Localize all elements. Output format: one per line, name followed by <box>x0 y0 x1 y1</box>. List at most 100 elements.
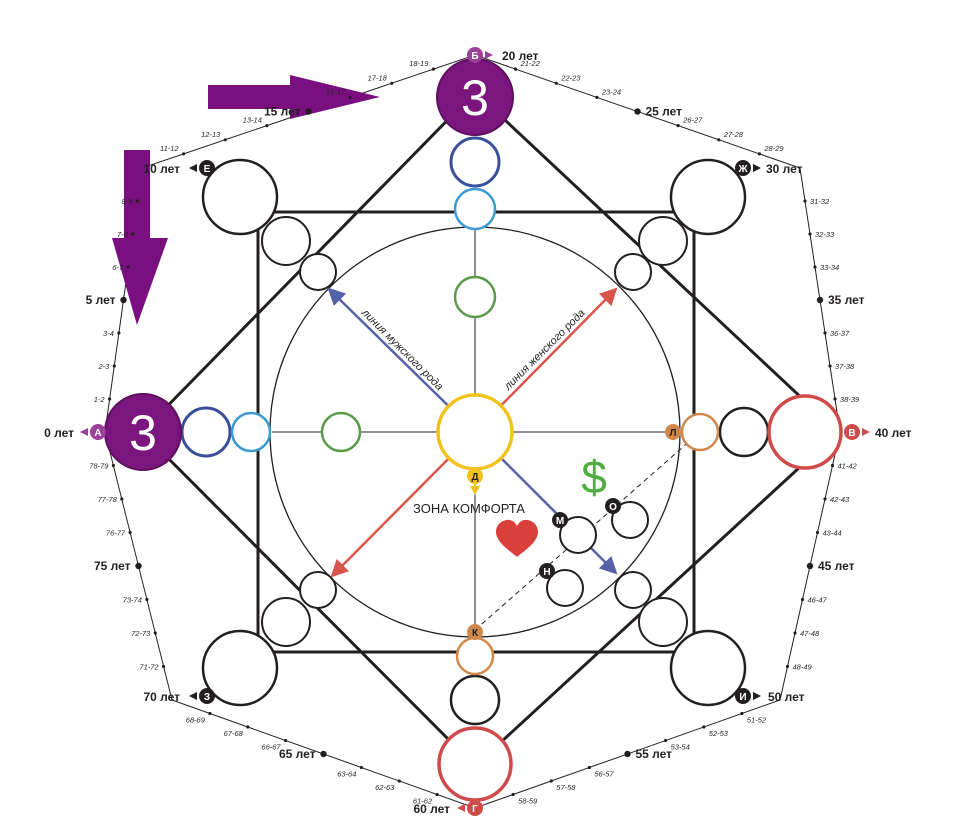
diag-circle-sw-2 <box>261 597 311 647</box>
age-range-label: 51-52 <box>747 716 767 725</box>
age-tick-dot <box>757 152 762 156</box>
age-range-label: 48-49 <box>793 663 813 672</box>
age-range-label: 18-19 <box>409 59 429 68</box>
age-range-label: 28-29 <box>763 144 784 153</box>
age-range-label: 42-43 <box>830 495 850 504</box>
purple-arrow-down <box>112 150 168 325</box>
age-marker-label: 25 лет <box>646 105 683 119</box>
age-marker-label: 55 лет <box>636 747 673 761</box>
vertex-letter-badge <box>844 424 860 440</box>
top-green-circle <box>453 275 497 319</box>
vertex-age-label: 20 лет <box>502 49 539 63</box>
left-light-blue-circle <box>230 411 272 453</box>
age-tick-dot <box>514 67 518 71</box>
marker-l: Л <box>669 428 676 439</box>
age-marker-label: 15 лет <box>264 105 301 119</box>
age-range-label: 22-23 <box>560 73 581 82</box>
age-marker-dot <box>624 750 631 758</box>
age-tick-dot <box>117 331 121 335</box>
marker-n: Н <box>543 567 550 578</box>
vertex-arrow-icon <box>457 804 465 812</box>
top-light-blue-circle <box>453 187 497 231</box>
age-marker-dot <box>135 562 142 570</box>
age-marker-label: 75 лет <box>94 559 131 573</box>
age-tick-dot <box>348 95 352 99</box>
vertex-age-label: 70 лет <box>143 690 180 704</box>
marker-l-bg <box>665 424 681 440</box>
marker-d: Д <box>471 472 478 483</box>
vertex-letter: А <box>94 428 101 439</box>
vertex-letter: Е <box>204 164 211 175</box>
age-range-label: 17-18 <box>368 73 388 82</box>
age-range-label: 23-24 <box>601 87 621 96</box>
age-tick-dot <box>135 199 139 203</box>
age-tick-dot <box>359 765 363 770</box>
age-range-label: 36-37 <box>830 329 850 338</box>
marker-o-bg <box>605 498 621 514</box>
age-range-label: 56-57 <box>594 770 614 779</box>
age-marker-dot <box>806 562 814 570</box>
age-marker-label: 5 лет <box>86 293 116 307</box>
age-marker-dot <box>320 750 327 758</box>
vertex-letter: Г <box>472 804 478 815</box>
right-orange-circle-l <box>680 412 720 452</box>
purple-arrow-right <box>208 75 380 119</box>
age-range-label: 73-74 <box>123 596 142 605</box>
top-blue-circle <box>449 136 501 188</box>
left-highlight-value: 3 <box>129 405 157 461</box>
age-range-label: 41-42 <box>838 462 858 471</box>
vertex-letter-badge <box>735 160 751 176</box>
vertex-circle-v <box>767 394 843 470</box>
age-tick-dot <box>813 265 817 269</box>
age-range-label: 32-33 <box>815 230 835 239</box>
age-tick-dot <box>112 364 116 368</box>
vertex-letter: З <box>204 692 210 703</box>
age-range-label: 78-79 <box>89 462 109 471</box>
age-marker-dot <box>634 108 641 115</box>
circle-o <box>611 501 649 539</box>
age-range-label: 57-58 <box>556 783 576 792</box>
vertex-arrow-icon <box>485 51 493 59</box>
age-tick-dot <box>664 738 668 743</box>
vertex-age-label: 0 лет <box>44 426 74 440</box>
age-tick-dot <box>793 631 797 635</box>
age-range-label: 38-39 <box>840 395 860 404</box>
age-range-label: 53-54 <box>671 743 690 752</box>
age-range-label: 63-64 <box>337 770 356 779</box>
age-marker-label: 45 лет <box>818 559 855 573</box>
age-range-label: 66-67 <box>261 743 281 752</box>
heart-icon <box>496 519 538 557</box>
age-tick-dot <box>676 124 680 128</box>
vertex-age-label: 50 лет <box>768 690 805 704</box>
age-range-label: 12-13 <box>201 130 221 139</box>
vertex-letter: И <box>739 692 746 703</box>
age-range-label: 77-78 <box>98 495 118 504</box>
age-range-label: 52-53 <box>709 729 729 738</box>
age-range-label: 67-68 <box>224 729 244 738</box>
age-range-label: 16-17 <box>326 87 346 96</box>
age-tick-dot <box>823 331 827 335</box>
age-tick-dot <box>435 792 439 797</box>
vertex-age-label: 30 лет <box>766 162 803 176</box>
left-blue-circle <box>180 406 232 458</box>
bottom-black-circle <box>449 674 501 726</box>
vertex-age-label: 60 лет <box>413 802 450 816</box>
age-tick-dot <box>162 664 166 669</box>
marker-k-bg <box>467 624 483 640</box>
age-tick-dot <box>223 138 227 142</box>
age-tick-dot <box>153 631 157 635</box>
age-tick-dot <box>182 152 186 156</box>
corner-circle-e <box>201 158 279 236</box>
diag-circle-se-3 <box>614 571 652 609</box>
age-tick-dot <box>785 664 790 669</box>
age-tick-dot <box>823 497 827 501</box>
age-marker-dot <box>816 296 824 304</box>
marker-o: О <box>609 502 617 513</box>
marker-n-bg <box>539 563 555 579</box>
age-range-label: 8-9 <box>122 197 134 206</box>
age-tick-dot <box>830 463 835 468</box>
age-tick-dot <box>554 81 558 85</box>
age-tick-dot <box>131 232 135 236</box>
